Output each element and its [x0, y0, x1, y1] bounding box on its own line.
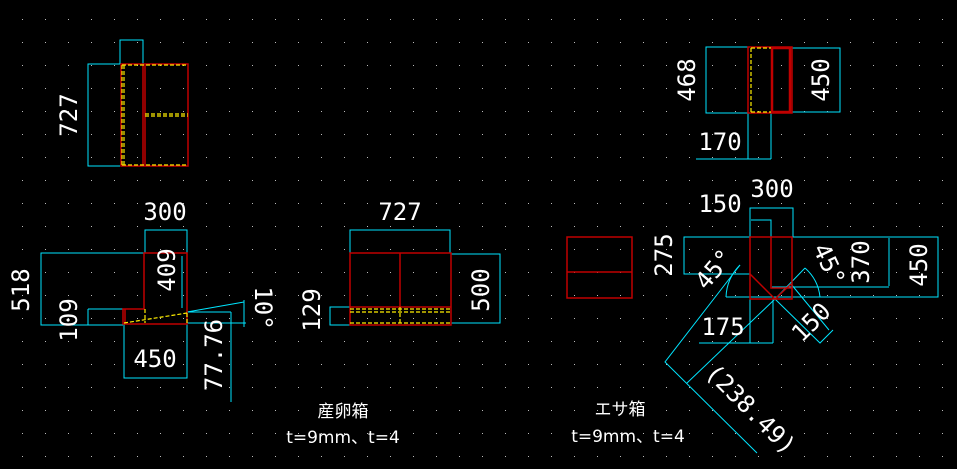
- feed-box-front-view: [566, 236, 633, 299]
- mid-center-view: 727 500 129: [298, 198, 501, 332]
- dim-height-727: 727: [55, 93, 83, 136]
- dim-angle-10: 10°: [249, 286, 277, 329]
- top-right-view: 468 450 170: [673, 46, 841, 160]
- dim-450: 450: [807, 58, 835, 101]
- dim-450: 450: [905, 243, 933, 286]
- top-left-view: 727: [55, 39, 189, 167]
- dim-170: 170: [698, 128, 741, 156]
- dim-129: 129: [298, 288, 326, 331]
- dim-77-76: 77.76: [200, 319, 228, 391]
- dim-275: 275: [650, 233, 678, 276]
- dim-518: 518: [7, 268, 35, 311]
- dim-175: 175: [701, 313, 744, 341]
- dim-300: 300: [750, 175, 793, 203]
- dim-500: 500: [467, 268, 495, 311]
- mid-left-view: 300 518 109 409 450 10° 77.76: [7, 198, 277, 402]
- egg-box-spec: t=9mm、t=4: [286, 428, 400, 448]
- dim-450: 450: [133, 345, 176, 373]
- dim-150-top: 150: [698, 190, 741, 218]
- dim-727: 727: [378, 198, 421, 226]
- feed-box-spec: t=9mm、t=4: [571, 427, 685, 447]
- dim-468: 468: [673, 58, 701, 101]
- dim-109: 109: [55, 298, 83, 341]
- dim-370: 370: [847, 240, 875, 283]
- dim-409: 409: [153, 248, 181, 291]
- dim-300: 300: [143, 198, 186, 226]
- feed-box-title: エサ箱: [595, 400, 646, 420]
- egg-box-title: 産卵箱: [318, 402, 369, 422]
